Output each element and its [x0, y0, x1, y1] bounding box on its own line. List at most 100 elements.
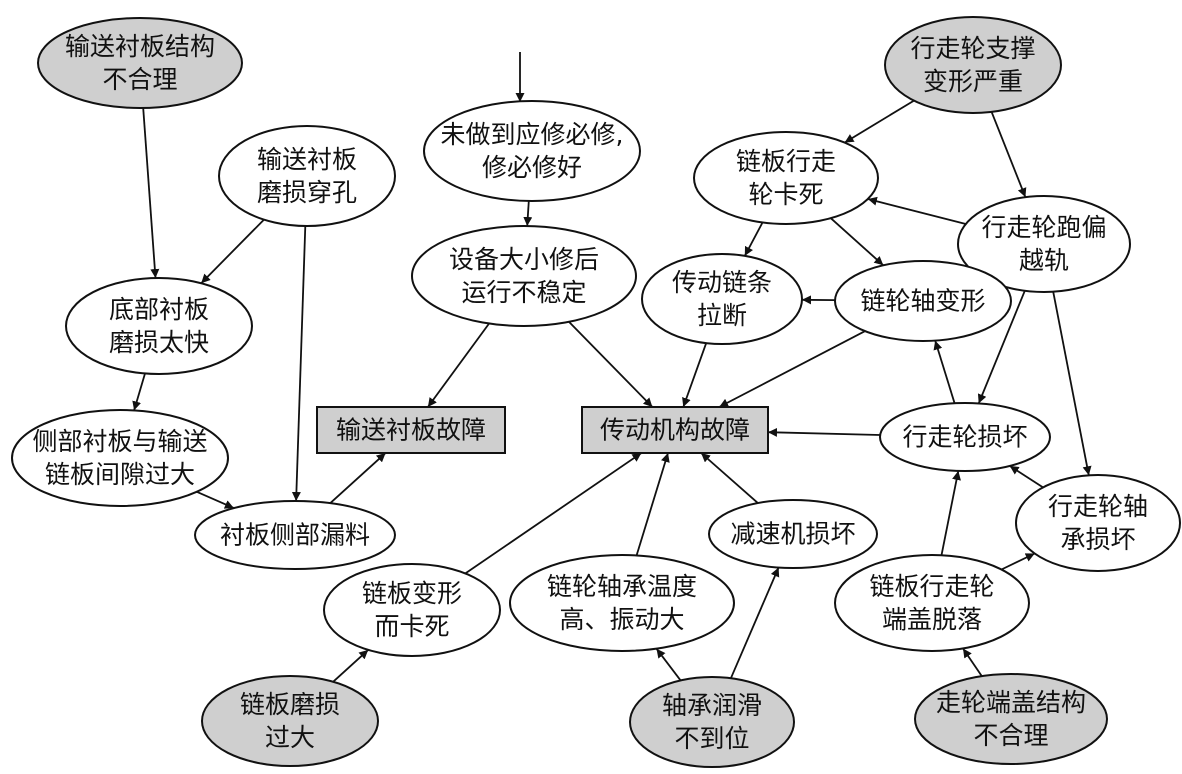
edge-arrow-n16-to-n15 [1009, 465, 1044, 489]
edge-arrow-n12-to-n15 [977, 290, 1026, 404]
cause-ellipse [834, 260, 1012, 342]
node-label-line: 输送衬板故障 [336, 416, 486, 445]
edge-arrow-n1-to-n3 [142, 107, 160, 279]
cause-ellipse [509, 554, 735, 652]
node-label-line: 未做到应修必修, [441, 120, 624, 149]
node-label-line: 不合理 [102, 65, 177, 94]
root-cause-ellipse [201, 675, 379, 767]
node-n9: 传动机构故障 [581, 406, 769, 454]
edge-arrow-n14-to-n9 [718, 330, 866, 408]
node-label-line: 传动机构故障 [600, 416, 750, 445]
edge-arrow-n23-to-n22 [962, 647, 983, 677]
edge-arrow-n18-to-n9 [635, 452, 670, 556]
node-label-line: 底部衬板 [109, 295, 209, 324]
root-cause-ellipse [884, 16, 1062, 114]
cause-ellipse [957, 195, 1131, 293]
edge-arrow-n7-to-n8 [427, 322, 490, 408]
nodes: 输送衬板结构不合理输送衬板磨损穿孔底部衬板磨损太快侧部衬板与输送链板间隙过大衬板… [11, 16, 1181, 768]
node-n14: 链轮轴变形 [834, 260, 1012, 342]
edge-arrow-n10-to-n12 [990, 111, 1027, 198]
edge-arrow-n3-to-n4 [132, 373, 146, 411]
edge-arrow-n21-to-n18 [655, 648, 682, 681]
cause-ellipse [411, 225, 637, 327]
root-cause-ellipse [629, 676, 795, 768]
edge-arrow-n4-to-n5 [196, 490, 235, 509]
node-n15: 行走轮损坏 [879, 402, 1051, 472]
node-label-line: 过大 [265, 723, 315, 752]
node-label-line: 端盖脱落 [882, 605, 982, 634]
node-label-line: 减速机损坏 [730, 520, 855, 549]
node-label-line: 修必修好 [482, 153, 582, 182]
cause-ellipse [641, 253, 803, 345]
cause-ellipse [879, 402, 1051, 472]
cause-ellipse [693, 131, 879, 225]
edge-arrow-n13-to-n9 [682, 342, 708, 408]
node-label-line: 输送衬板结构 [65, 32, 215, 61]
cause-ellipse [194, 500, 396, 570]
cause-ellipse [11, 409, 229, 507]
node-label-line: 越轨 [1019, 246, 1069, 275]
node-label-line: 磨损穿孔 [257, 178, 357, 207]
node-label-line: 高、振动大 [559, 605, 684, 634]
node-label-line: 链板磨损 [240, 690, 340, 719]
node-label-line: 变形严重 [923, 67, 1023, 96]
node-label-line: 链板间隙过大 [45, 460, 195, 489]
node-label-line: 衬板侧部漏料 [220, 521, 370, 550]
fault-box-shape [316, 406, 506, 454]
node-label-line: 行走轮轴 [1048, 492, 1148, 521]
node-label-line: 行走轮跑偏 [981, 213, 1106, 242]
node-n17: 减速机损坏 [708, 499, 878, 569]
node-label-line: 链板行走轮 [869, 572, 994, 601]
cause-ellipse [65, 277, 253, 375]
node-label-line: 拉断 [697, 301, 747, 330]
cause-ellipse [423, 100, 641, 202]
node-label-line: 输送衬板 [257, 145, 357, 174]
node-n6: 未做到应修必修, 修必修好 [423, 100, 641, 202]
cause-ellipse [323, 563, 501, 657]
edge-arrow-n2-to-n5 [291, 225, 307, 502]
edge-arrow-n21-to-n17 [730, 567, 780, 679]
edge-arrow-n22-to-n15 [940, 470, 961, 556]
edge-arrow-n15-to-n9 [767, 427, 881, 437]
edge-arrow-n15-to-n14 [933, 340, 956, 404]
edge-arrow-n12-to-n16 [1052, 291, 1092, 476]
root-cause-ellipse [914, 673, 1108, 765]
node-label-line: 轴承润滑 [662, 691, 762, 720]
node-label-line: 行走轮损坏 [902, 423, 1027, 452]
root-cause-ellipse [37, 17, 243, 109]
cause-ellipse [834, 554, 1030, 652]
node-label-line: 走轮端盖结构 [936, 688, 1086, 717]
node-label-line: 传动链条 [672, 268, 772, 297]
edge-arrow-n2-to-n3 [200, 218, 265, 284]
node-label-line: 链板变形 [362, 579, 462, 608]
edge-arrow-n7-to-n9 [568, 321, 654, 408]
edge-arrow-n19-to-n9 [464, 452, 642, 575]
edge-arrow-n6-to-n7 [523, 200, 533, 227]
cause-ellipse [218, 125, 396, 227]
edge-arrow-n5-to-n8 [329, 452, 387, 504]
edge-arrow-n17-to-n9 [700, 452, 759, 504]
node-label-line: 轮卡死 [748, 180, 823, 209]
node-label-line: 设备大小修后 [449, 245, 599, 274]
node-label-line: 承损坏 [1060, 525, 1135, 554]
edge-arrow-n20-to-n19 [332, 649, 369, 683]
edge-arrow-n22-to-n16 [1001, 552, 1036, 571]
node-label-line: 侧部衬板与输送 [32, 427, 207, 456]
